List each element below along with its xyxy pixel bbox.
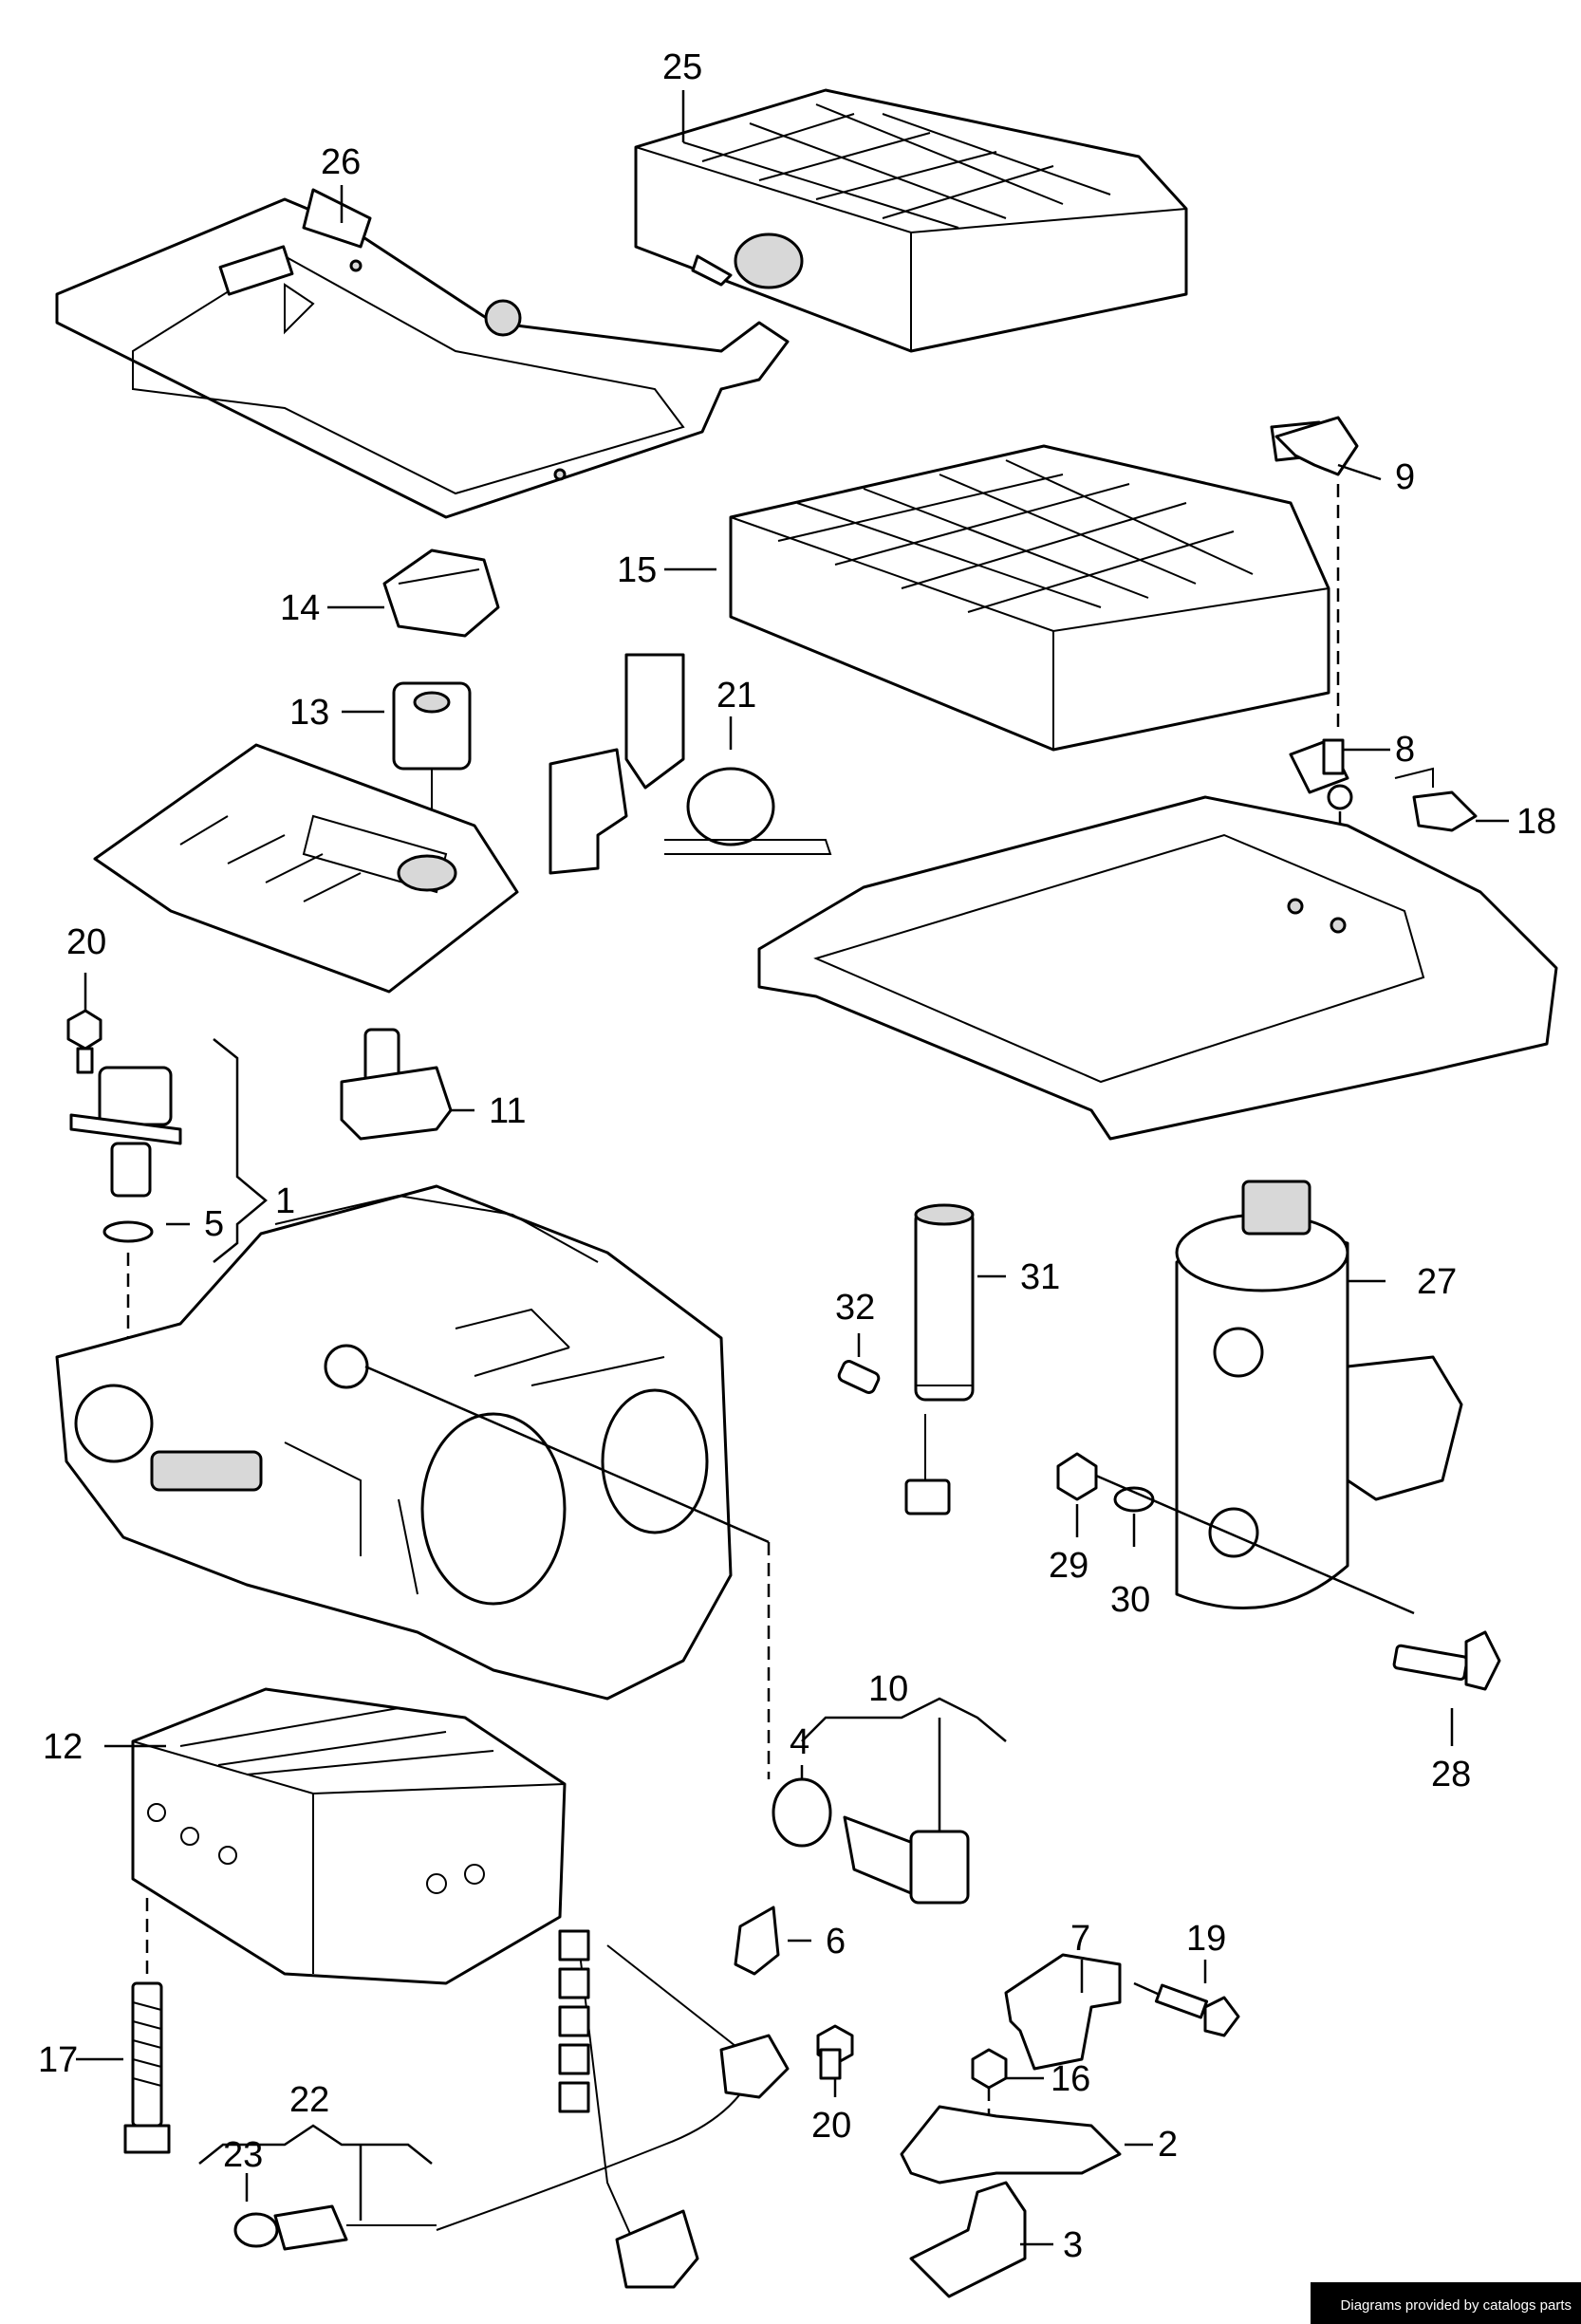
callout-28: 28 [1431, 1755, 1471, 1794]
part-28-bolt [1392, 1630, 1501, 1691]
part-17-bolt [123, 1898, 171, 2154]
part-9-clip [1274, 416, 1359, 731]
part-27-pump [1175, 1180, 1463, 1609]
callout-21: 21 [716, 676, 756, 716]
callout-22: 22 [289, 2080, 329, 2120]
callout-6: 6 [826, 1922, 846, 1961]
part-23-sensor [233, 2204, 437, 2251]
callout-18: 18 [1516, 802, 1556, 842]
callout-9: 9 [1395, 457, 1415, 497]
callout-13: 13 [289, 693, 329, 733]
callout-11: 11 [489, 1091, 526, 1131]
part-10-speed-sensor [843, 1815, 970, 1905]
callout-2: 2 [1158, 2125, 1178, 2165]
part-1-sensor [69, 1066, 182, 1198]
callout-30: 30 [1110, 1580, 1150, 1620]
part-32-pin [837, 1360, 881, 1394]
callout-32: 32 [835, 1288, 875, 1328]
callout-31: 31 [1020, 1257, 1060, 1297]
callout-26: 26 [321, 142, 361, 182]
callout-7: 7 [1070, 1919, 1090, 1959]
callout-16: 16 [1051, 2059, 1090, 2099]
wiring-harness [436, 1929, 790, 2289]
part-25-control-module [634, 88, 1188, 353]
part-18-clip-nut [1394, 767, 1478, 832]
part-14-knob [382, 548, 500, 638]
credit-bar [1311, 2282, 1581, 2324]
part-11-bracket [340, 1028, 453, 1141]
callout-19: 19 [1186, 1919, 1226, 1959]
callout-8: 8 [1395, 730, 1415, 770]
callout-27: 27 [1417, 1262, 1457, 1302]
part-20-bolt-upper [66, 1009, 102, 1074]
callout-29: 29 [1049, 1546, 1088, 1586]
part-12-valve-body [131, 1687, 567, 1985]
tray [757, 795, 1558, 1141]
part-3-bracket [909, 2181, 1027, 2298]
part-31-solenoid [904, 1203, 975, 1515]
callout-5: 5 [204, 1204, 224, 1244]
part-29-nut [1056, 1452, 1098, 1501]
part-4-o-ring [772, 1777, 832, 1848]
part-20-bolt-lower [816, 2024, 854, 2080]
callout-20-upper: 20 [66, 922, 106, 962]
callout-23: 23 [223, 2135, 263, 2175]
part-21-sensor [549, 653, 832, 875]
callout-12: 12 [43, 1727, 83, 1767]
callout-3: 3 [1063, 2225, 1083, 2265]
part-7-fork [1004, 1953, 1122, 2071]
part-6-clip [734, 1906, 780, 1976]
credit-text: Diagrams provided by catalogs parts [1340, 2297, 1572, 2314]
callout-25: 25 [662, 47, 702, 87]
callout-17: 17 [38, 2040, 78, 2080]
callout-labels: 1 2 3 4 5 6 7 8 9 10 11 12 13 14 15 16 1… [38, 47, 1556, 2265]
part-2-bracket [900, 2105, 1122, 2185]
part-15-control-module [729, 420, 1330, 752]
callout-10: 10 [868, 1669, 908, 1709]
part-19-bolt [1133, 1981, 1240, 2037]
transmission-housing [55, 1184, 770, 1701]
selector-plate [93, 743, 519, 994]
callout-14: 14 [280, 588, 320, 628]
callout-15: 15 [617, 550, 657, 590]
callout-1: 1 [275, 1181, 295, 1221]
callout-20-lower: 20 [811, 2106, 851, 2146]
part-5-o-ring [102, 1220, 154, 1338]
callout-4: 4 [790, 1722, 809, 1762]
leader-lines [76, 90, 1509, 2246]
